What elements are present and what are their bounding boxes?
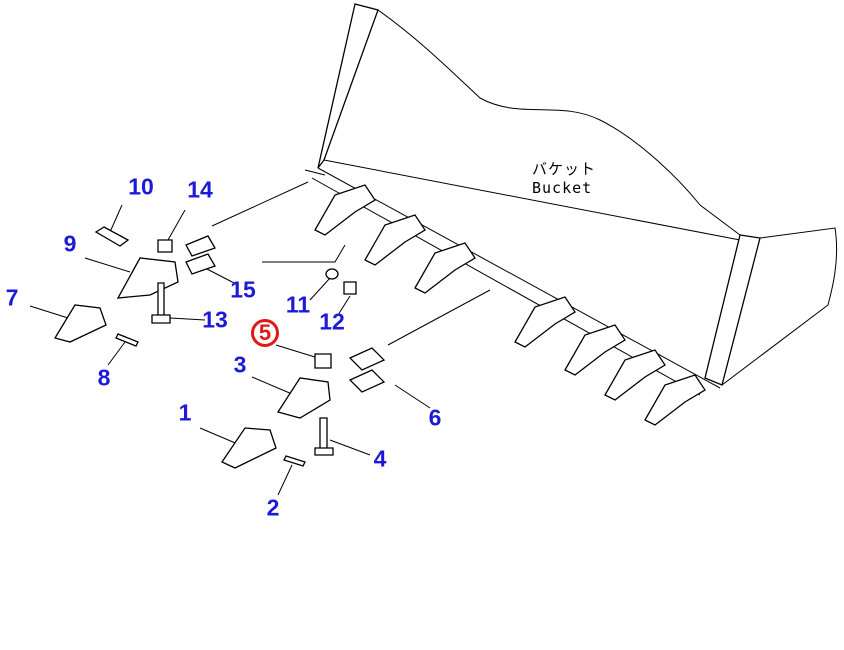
bolt-10 xyxy=(94,226,130,247)
washer-11 xyxy=(325,268,339,280)
bucket-tooth xyxy=(644,374,706,426)
callout-4[interactable]: 4 xyxy=(373,445,387,472)
exploded-parts xyxy=(53,226,386,469)
adapter-9 xyxy=(116,257,179,299)
bucket-tooth xyxy=(564,324,626,376)
callout-3[interactable]: 3 xyxy=(233,351,247,378)
callout-13[interactable]: 13 xyxy=(202,306,228,333)
bolt-13 xyxy=(151,282,171,324)
bucket-tooth xyxy=(514,296,576,348)
bucket-tooth xyxy=(604,349,666,401)
bucket-teeth-row xyxy=(314,184,706,426)
plate-15b xyxy=(185,253,216,275)
callout-7[interactable]: 7 xyxy=(5,284,19,311)
leader-lines xyxy=(29,181,491,496)
plate-6b xyxy=(348,369,386,393)
bucket-label-jp: バケット xyxy=(532,160,597,178)
adapter-3 xyxy=(276,377,331,419)
callout-2[interactable]: 2 xyxy=(266,494,280,521)
callout-8[interactable]: 8 xyxy=(97,364,111,391)
tooth-1 xyxy=(221,427,277,469)
nut-12 xyxy=(343,281,357,295)
pin-2 xyxy=(283,455,306,467)
callout-14[interactable]: 14 xyxy=(187,176,213,203)
callout-5-highlighted[interactable]: 5 xyxy=(251,319,279,347)
callout-1[interactable]: 1 xyxy=(178,399,192,426)
bucket-label: バケット Bucket xyxy=(532,160,596,198)
callout-6[interactable]: 6 xyxy=(428,404,442,431)
pin-8 xyxy=(115,333,139,347)
bolt-4 xyxy=(314,417,334,456)
callout-11[interactable]: 11 xyxy=(285,291,311,318)
callout-9[interactable]: 9 xyxy=(63,230,77,257)
nut-14 xyxy=(157,239,173,253)
nut-5 xyxy=(314,353,332,369)
plate-15a xyxy=(185,235,216,257)
tooth-7 xyxy=(53,304,107,343)
plate-6a xyxy=(348,347,386,371)
callout-10[interactable]: 10 xyxy=(128,173,154,200)
bucket-tooth xyxy=(314,184,376,236)
callout-12[interactable]: 12 xyxy=(319,308,345,335)
bucket-tooth xyxy=(364,214,426,266)
bucket-tooth xyxy=(414,242,476,294)
bucket xyxy=(304,3,838,396)
callout-15[interactable]: 15 xyxy=(230,276,256,303)
bucket-label-en: Bucket xyxy=(532,179,593,197)
